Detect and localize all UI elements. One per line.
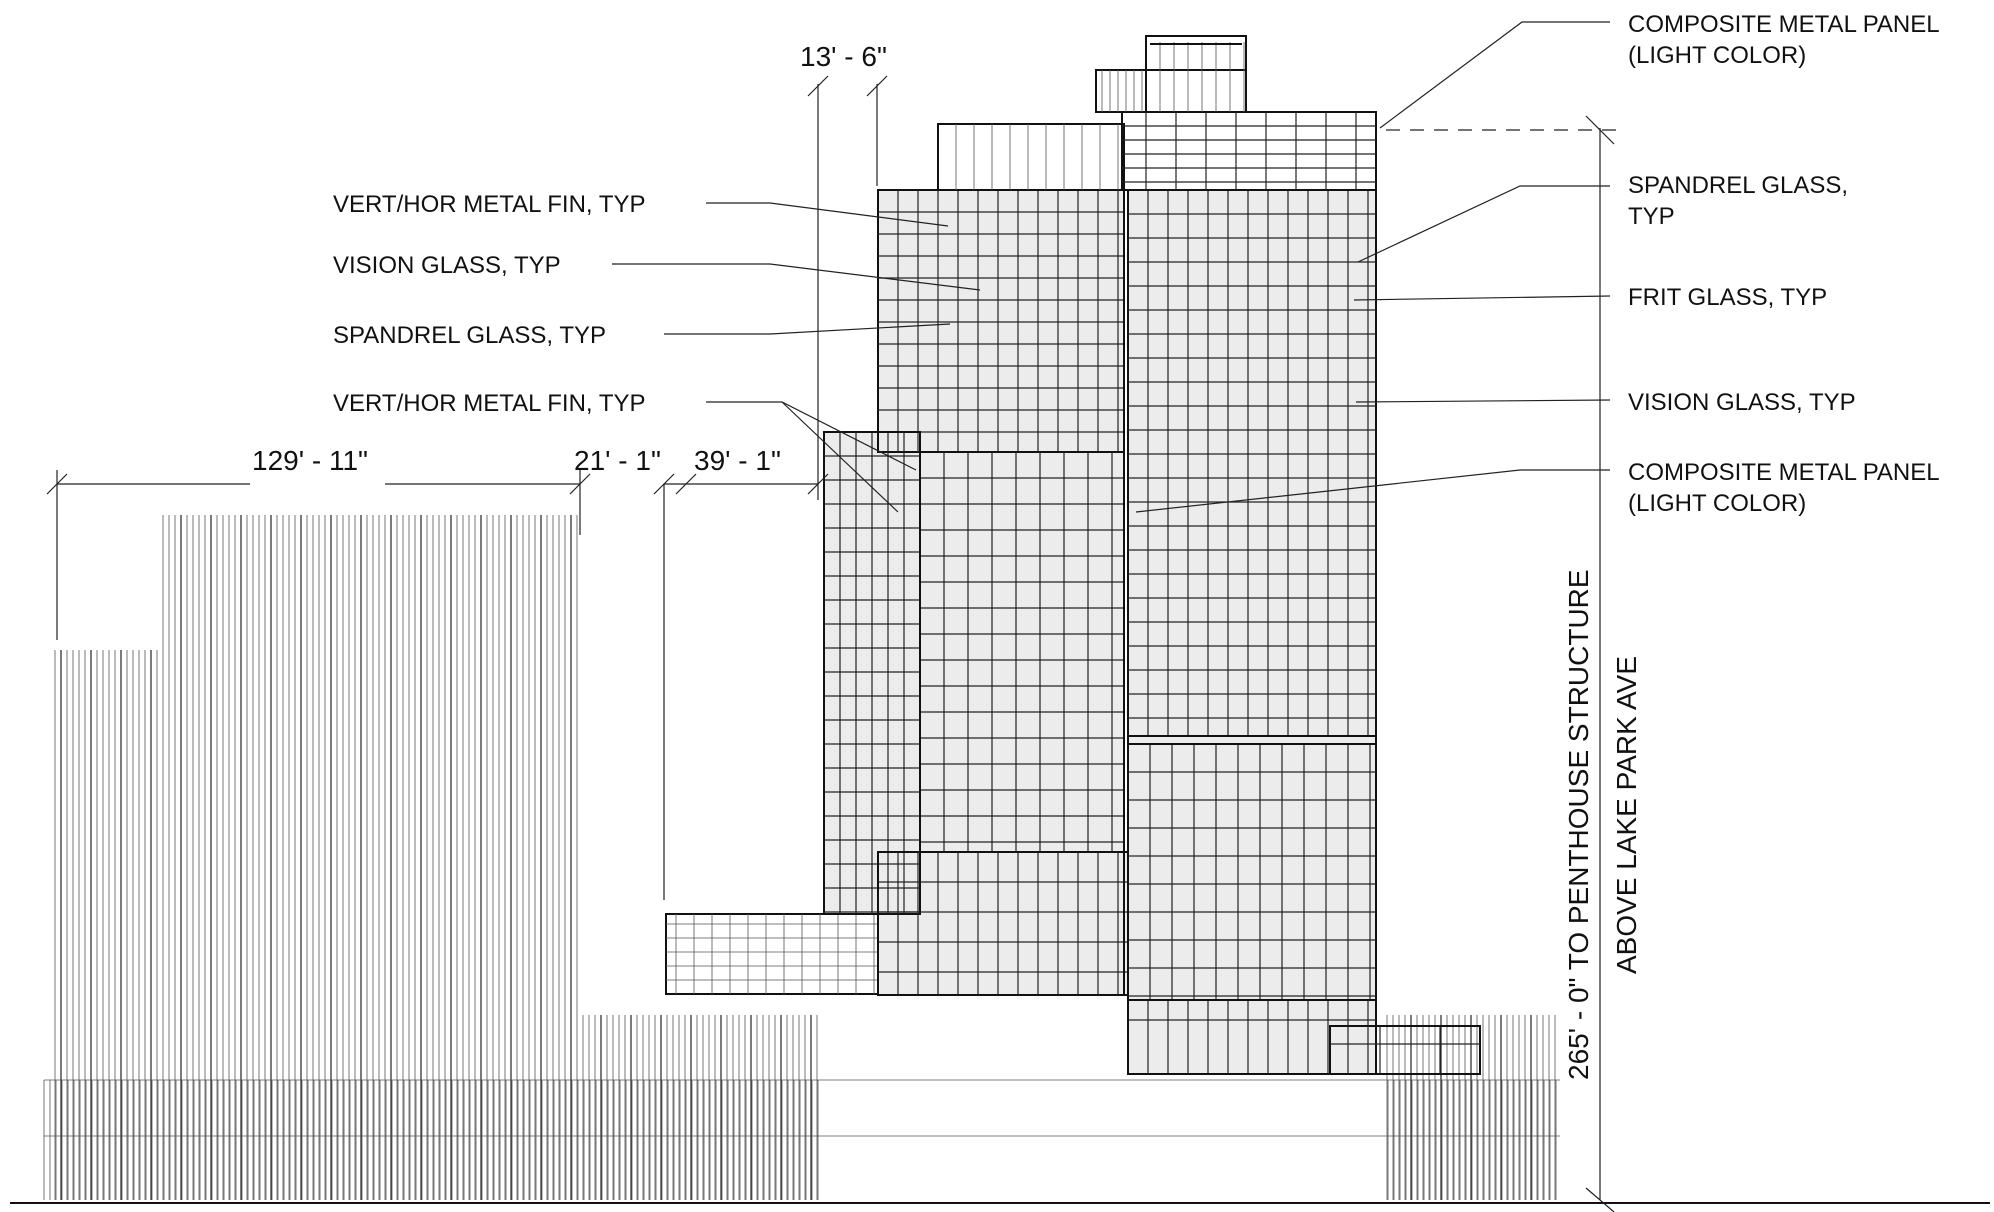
dim-265-text-1: 265' - 0" TO PENTHOUSE STRUCTURE — [1563, 569, 1594, 1080]
annex-base-box — [1127, 999, 1377, 1075]
callout-leaders — [612, 21, 1611, 513]
callout-spandrel-left: SPANDREL GLASS, TYP — [333, 322, 606, 349]
dim-13-6-text: 13' - 6" — [800, 41, 887, 72]
leader-spandrel-left — [664, 323, 951, 335]
leader-composite-top — [1379, 21, 1610, 129]
dim-265-text-2: ABOVE LAKE PARK AVE — [1611, 656, 1642, 974]
callout-composite-top-2: (LIGHT COLOR) — [1628, 42, 1806, 69]
dim-129-11-tick-left — [46, 473, 68, 495]
leader-spandrel-right — [1357, 185, 1610, 263]
dim-39-1-tick-end — [807, 473, 829, 495]
dim-21-1-text: 21' - 1" — [574, 445, 661, 476]
callout-frit: FRIT GLASS, TYP — [1628, 284, 1827, 311]
callout-composite-mid-2: (LIGHT COLOR) — [1628, 490, 1806, 517]
base-annex — [1127, 999, 1481, 1075]
penthouse-top-box — [1145, 35, 1247, 113]
dim-265-top-tick — [1585, 115, 1615, 145]
leader-vision-left — [612, 263, 981, 291]
callout-vision-left: VISION GLASS, TYP — [333, 252, 561, 279]
leader-fin-top — [706, 202, 949, 227]
dim-39-1-tick — [675, 473, 697, 495]
tower-right-mass — [1128, 190, 1376, 1074]
composite-band — [1127, 735, 1377, 745]
leader-fin-lower-b — [781, 401, 899, 513]
lower-block — [878, 852, 1128, 995]
annex-side-box — [1329, 1025, 1481, 1075]
dim-21-1-tick — [653, 473, 675, 495]
leader-vision-right — [1355, 399, 1611, 403]
dim-13-6-tick-left — [807, 75, 829, 97]
penthouse-mid-box — [1095, 69, 1247, 113]
dim-13-6-tick-right — [866, 75, 888, 97]
penthouse-structure — [937, 35, 1377, 191]
leader-frit — [1353, 295, 1611, 301]
callout-composite-top-1: COMPOSITE METAL PANEL — [1628, 11, 1940, 38]
podium-block — [665, 913, 881, 995]
callout-vision-right: VISION GLASS, TYP — [1628, 389, 1856, 416]
leader-composite-mid — [1135, 469, 1610, 513]
tower-facade — [823, 189, 1377, 1074]
dimension-lines — [46, 75, 1622, 1212]
roof-screen-left — [937, 123, 1125, 191]
callout-spandrel-right-2: TYP — [1628, 203, 1675, 230]
dim-39-1-text: 39' - 1" — [694, 445, 781, 476]
callout-fin-top: VERT/HOR METAL FIN, TYP — [333, 191, 646, 218]
podium-lower-structures — [665, 913, 881, 995]
adjacent-building-left — [43, 515, 1560, 1200]
callout-fin-lower: VERT/HOR METAL FIN, TYP — [333, 390, 646, 417]
dim-129-11-text: 129' - 11" — [252, 445, 368, 476]
dim-129-11-tick-right — [569, 473, 591, 495]
composite-panel-crown — [1121, 111, 1377, 191]
annotation-text: 13' - 6" 129' - 11" 21' - 1" 39' - 1" 26… — [252, 11, 1940, 1080]
callout-spandrel-right-1: SPANDREL GLASS, — [1628, 172, 1848, 199]
callout-composite-mid-1: COMPOSITE METAL PANEL — [1628, 459, 1940, 486]
dim-265-bot-tick — [1585, 1187, 1615, 1212]
